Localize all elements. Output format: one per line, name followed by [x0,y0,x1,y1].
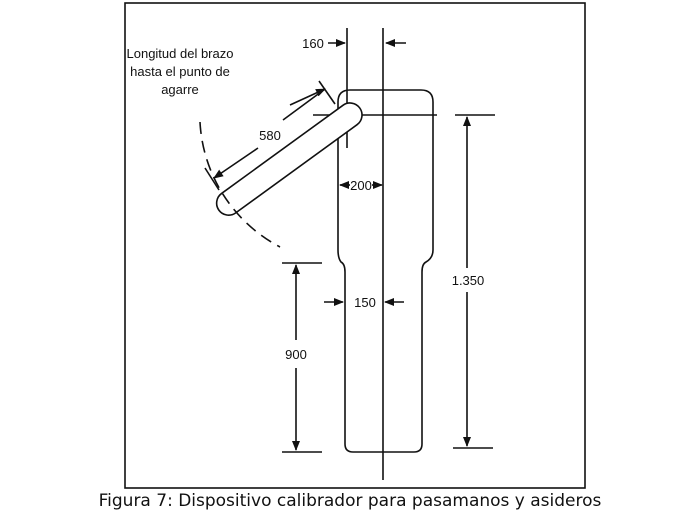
dim-1350-label: 1.350 [452,273,485,288]
dim-580-line-b [213,147,259,179]
reach-arc [199,121,281,248]
dim-580-label: 580 [259,128,281,143]
annotation-line-3: agarre [161,82,199,97]
dim-150-label: 150 [354,295,376,310]
annotation-line-1: Longitud del brazo [127,46,234,61]
device-body [337,89,434,453]
arm [215,102,363,216]
frame [124,2,586,489]
dim-200-label: 200 [350,178,372,193]
figure-caption: Figura 7: Dispositivo calibrador para pa… [98,491,602,511]
dim-160-label: 160 [302,36,324,51]
dim-580-line-a [289,88,326,106]
annotation-line-2: hasta el punto de [130,64,230,79]
dim-900-label: 900 [285,347,307,362]
